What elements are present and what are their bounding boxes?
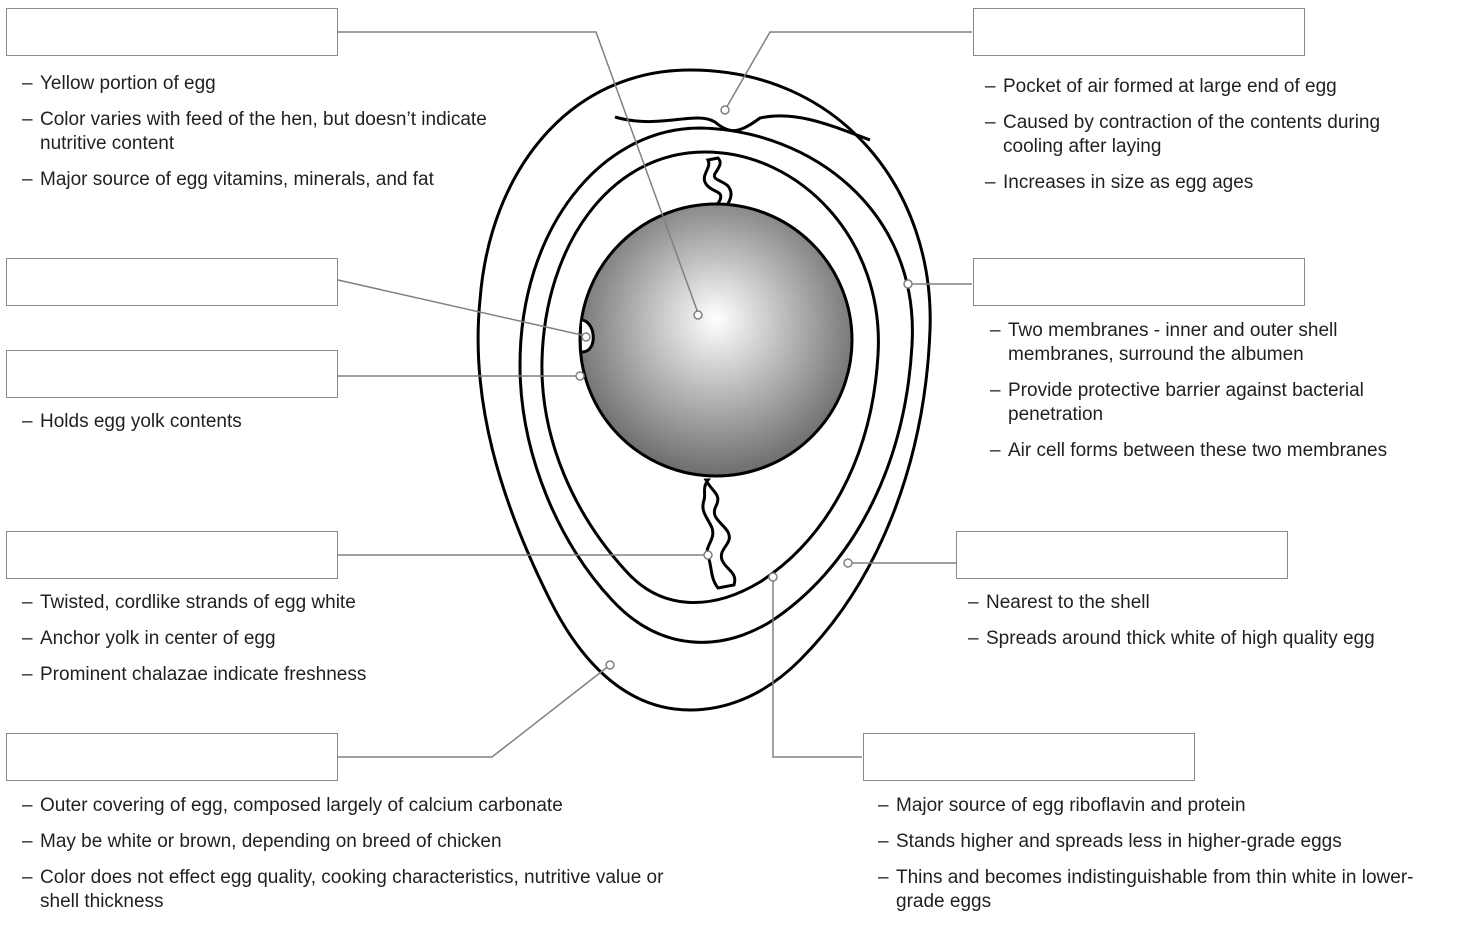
- note-item: Thins and becomes indistinguishable from…: [878, 866, 1438, 914]
- shell-label-box[interactable]: [6, 733, 338, 781]
- germinal-disc-leader: [337, 279, 587, 337]
- note-item: Color does not effect egg quality, cooki…: [22, 866, 692, 914]
- germinal-disc-pointer-dot: [581, 332, 591, 342]
- shell-leader: [338, 664, 611, 758]
- shell-membranes-label-box[interactable]: [973, 258, 1305, 306]
- thick-white-label-box[interactable]: [863, 733, 1195, 781]
- note-item: Color varies with feed of the hen, but d…: [22, 108, 497, 156]
- chalazae-notes: Twisted, cordlike strands of egg white A…: [22, 591, 472, 699]
- note-item: Caused by contraction of the contents du…: [985, 111, 1405, 159]
- note-item: Anchor yolk in center of egg: [22, 627, 472, 651]
- yolk: [578, 202, 854, 478]
- shell-membranes-notes: Two membranes - inner and outer shell me…: [990, 319, 1445, 475]
- shell-outline: [476, 68, 932, 712]
- vitelline-membrane-notes: Holds egg yolk contents: [22, 410, 422, 446]
- air-cell-leader: [724, 31, 972, 111]
- note-item: Outer covering of egg, composed largely …: [22, 794, 692, 818]
- shell-notes: Outer covering of egg, composed largely …: [22, 794, 692, 926]
- germinal-disc-label-box[interactable]: [6, 258, 338, 306]
- shell-membranes-pointer-dot: [903, 279, 913, 289]
- note-item: Yellow portion of egg: [22, 72, 497, 96]
- thick-white-boundary: [540, 150, 880, 604]
- thick-white-notes: Major source of egg riboflavin and prote…: [878, 794, 1438, 926]
- chalazae-label-box[interactable]: [6, 531, 338, 579]
- yolk-pointer-dot: [693, 310, 703, 320]
- outer-white-boundary: [518, 126, 914, 644]
- yolk-notes: Yellow portion of egg Color varies with …: [22, 72, 497, 204]
- yolk-leader: [338, 31, 699, 314]
- egg-outlines: [476, 68, 932, 712]
- thin-white-notes: Nearest to the shell Spreads around thic…: [968, 591, 1448, 663]
- yolk-label-box[interactable]: [6, 8, 338, 56]
- note-item: Provide protective barrier against bacte…: [990, 379, 1445, 427]
- air-cell-label-box[interactable]: [973, 8, 1305, 56]
- note-item: Two membranes - inner and outer shell me…: [990, 319, 1445, 367]
- leader-lines: [337, 31, 972, 758]
- vitelline-membrane-pointer-dot: [575, 371, 585, 381]
- note-item: Prominent chalazae indicate freshness: [22, 663, 472, 687]
- lower-chalaza: [701, 478, 737, 590]
- note-item: Spreads around thick white of high quali…: [968, 627, 1448, 651]
- note-item: Major source of egg riboflavin and prote…: [878, 794, 1438, 818]
- note-item: Increases in size as egg ages: [985, 171, 1405, 195]
- note-item: Air cell forms between these two membran…: [990, 439, 1445, 463]
- air-cell-notes: Pocket of air formed at large end of egg…: [985, 75, 1405, 207]
- note-item: Stands higher and spreads less in higher…: [878, 830, 1438, 854]
- note-item: May be white or brown, depending on bree…: [22, 830, 692, 854]
- air-cell-pointer-dot: [720, 105, 730, 115]
- thick-white-pointer-dot: [768, 572, 778, 582]
- shell-pointer-dot: [605, 660, 615, 670]
- thick-white-leader: [772, 577, 862, 758]
- note-item: Holds egg yolk contents: [22, 410, 422, 434]
- pointer-dots: [575, 105, 913, 670]
- thin-white-label-box[interactable]: [956, 531, 1288, 579]
- note-item: Nearest to the shell: [968, 591, 1448, 615]
- note-item: Twisted, cordlike strands of egg white: [22, 591, 472, 615]
- vitelline-membrane-label-box[interactable]: [6, 350, 338, 398]
- chalazae-pointer-dot: [703, 550, 713, 560]
- thin-white-pointer-dot: [843, 558, 853, 568]
- note-item: Major source of egg vitamins, minerals, …: [22, 168, 497, 192]
- note-item: Pocket of air formed at large end of egg: [985, 75, 1405, 99]
